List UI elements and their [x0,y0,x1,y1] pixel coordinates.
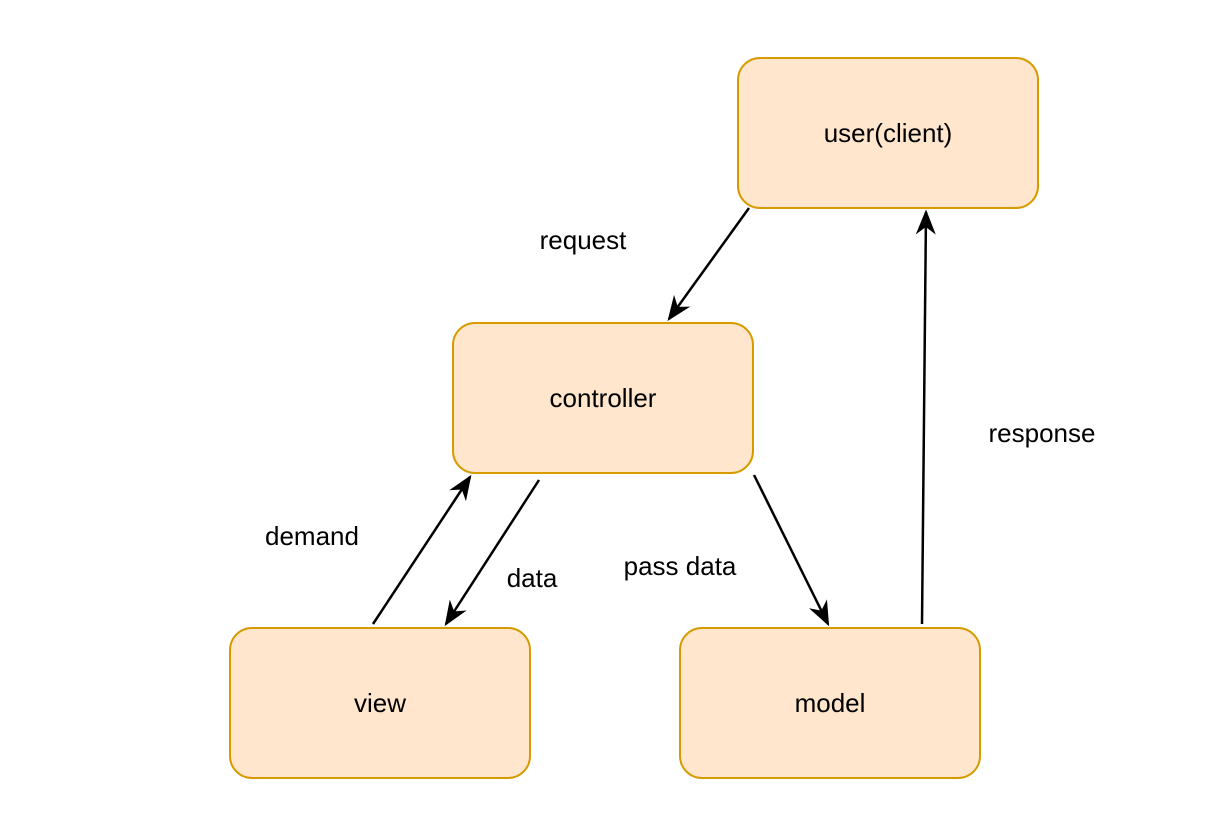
edge-label-pass-data: pass data [624,551,737,581]
node-view[interactable]: view [229,627,531,779]
node-user-client[interactable]: user(client) [737,57,1039,209]
node-model[interactable]: model [679,627,981,779]
node-controller-label: controller [550,383,657,413]
node-user-client-label: user(client) [824,118,953,148]
edge-label-response: response [989,418,1096,448]
node-view-label: view [354,688,406,718]
edge-label-request: request [540,225,627,255]
edge-request-arrow [667,207,751,322]
edge-label-data: data [507,563,558,593]
edge-response-arrow [915,209,936,625]
node-controller[interactable]: controller [452,322,754,474]
edge-data-arrow [444,479,541,627]
node-model-label: model [795,688,866,718]
edge-demand-arrow [371,474,472,625]
edge-pass-data-arrow [752,474,830,627]
edge-label-demand: demand [265,521,359,551]
